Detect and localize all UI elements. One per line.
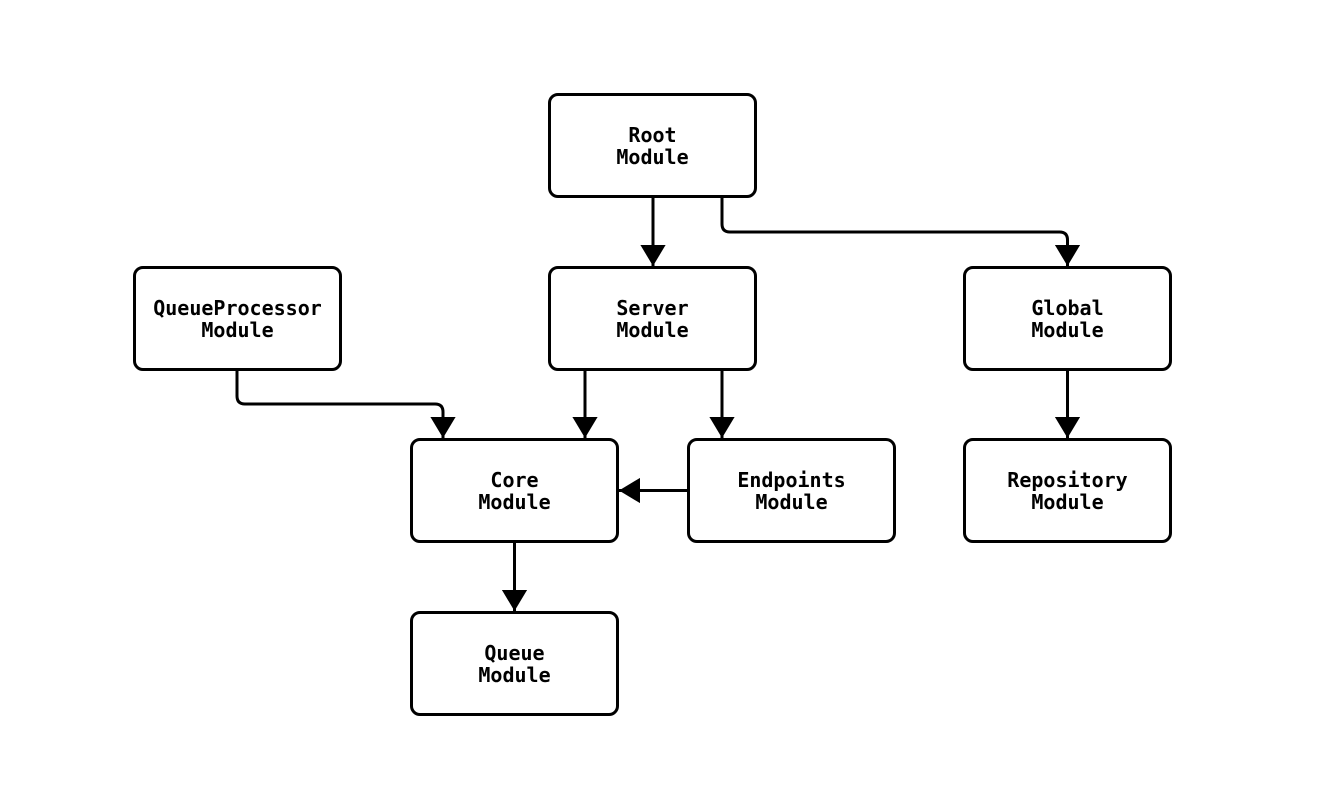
node-queue-module: Queue Module xyxy=(410,611,619,716)
node-queueprocessor-module-label: QueueProcessor Module xyxy=(153,295,322,342)
node-repository-module: Repository Module xyxy=(963,438,1172,543)
node-root-module-label: Root Module xyxy=(616,122,689,169)
edge-queueprocessor-to-core xyxy=(235,371,456,438)
node-server-module-label: Server Module xyxy=(616,295,689,342)
node-global-module-label: Global Module xyxy=(1031,295,1104,342)
node-endpoints-module: Endpoints Module xyxy=(687,438,896,543)
node-server-module: Server Module xyxy=(548,266,757,371)
node-endpoints-module-label: Endpoints Module xyxy=(737,467,846,514)
edge-root-to-global xyxy=(720,198,1081,266)
node-queueprocessor-module: QueueProcessor Module xyxy=(133,266,342,371)
node-core-module: Core Module xyxy=(410,438,619,543)
node-root-module: Root Module xyxy=(548,93,757,198)
node-core-module-label: Core Module xyxy=(478,467,551,514)
node-repository-module-label: Repository Module xyxy=(1007,467,1128,514)
node-global-module: Global Module xyxy=(963,266,1172,371)
node-queue-module-label: Queue Module xyxy=(478,640,551,687)
